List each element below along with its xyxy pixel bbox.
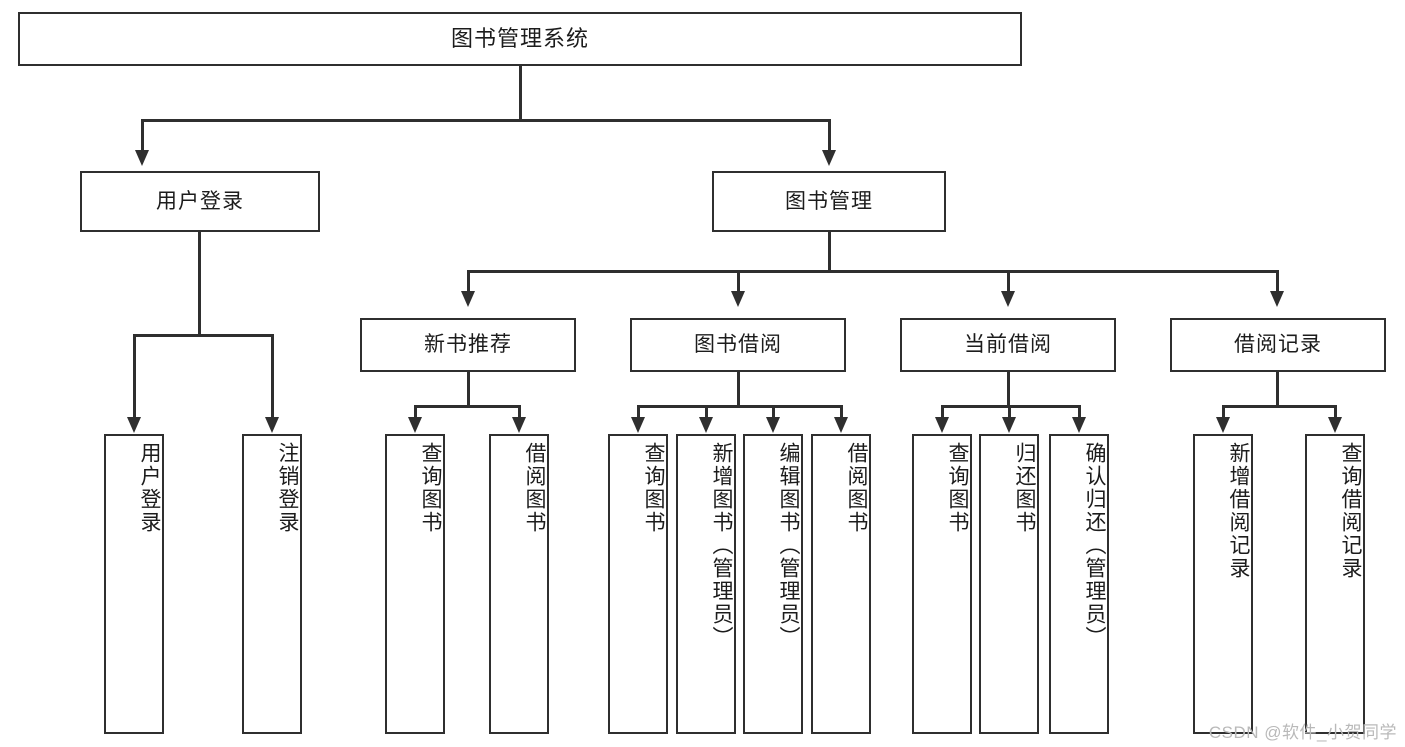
leaf-new-book-borrow-book[interactable]: 借阅图书 xyxy=(489,434,549,734)
connector-level2-drop-left xyxy=(141,119,144,151)
connector-book-borrow-drop-2 xyxy=(705,405,708,418)
connector-borrow-record-drop-2 xyxy=(1334,405,1337,418)
node-book-management[interactable]: 图书管理 xyxy=(712,171,946,232)
leaf-book-borrow-query-book[interactable]: 查询图书 xyxy=(608,434,668,734)
watermark-text: CSDN @软件_小贺同学 xyxy=(1208,723,1397,742)
arrowhead-to-borrow-record-leaf-2 xyxy=(1328,417,1342,433)
connector-borrow-record-stem xyxy=(1276,372,1279,406)
arrowhead-to-current-borrow xyxy=(1001,291,1015,307)
node-label: 图书管理系统 xyxy=(450,25,589,51)
leaf-book-borrow-borrow-book[interactable]: 借阅图书 xyxy=(811,434,871,734)
connector-book-management-stem xyxy=(828,232,831,271)
connector-book-borrow-drop-4 xyxy=(840,405,843,418)
leaf-current-borrow-return-book[interactable]: 归还图书 xyxy=(979,434,1039,734)
leaf-book-borrow-edit-book-admin[interactable]: 编辑图书（管理员） xyxy=(743,434,803,734)
connector-root-stem xyxy=(519,66,522,120)
node-label: 归还图书 xyxy=(1013,442,1036,534)
node-label: 新书推荐 xyxy=(424,333,512,357)
connector-new-book-drop-1 xyxy=(414,405,417,418)
arrowhead-to-leaf-logout xyxy=(265,417,279,433)
arrowhead-to-book-borrow-leaf-1 xyxy=(631,417,645,433)
connector-book-borrow-bus xyxy=(637,405,842,408)
connector-user-login-stem xyxy=(198,232,201,335)
leaf-borrow-record-query-record[interactable]: 查询借阅记录 xyxy=(1305,434,1365,734)
node-label: 查询图书 xyxy=(419,442,442,534)
arrowhead-to-book-borrow-leaf-2 xyxy=(699,417,713,433)
connector-user-login-bus xyxy=(133,334,273,337)
arrowhead-to-new-book-leaf-1 xyxy=(408,417,422,433)
node-label: 编辑图书（管理员） xyxy=(777,442,800,649)
connector-level3-drop-4 xyxy=(1276,270,1279,292)
node-label: 借阅图书 xyxy=(523,442,546,534)
connector-current-borrow-stem xyxy=(1007,372,1010,406)
node-current-borrow[interactable]: 当前借阅 xyxy=(900,318,1116,372)
leaf-user-login[interactable]: 用户登录 xyxy=(104,434,164,734)
node-label: 用户登录 xyxy=(156,189,244,213)
node-label: 当前借阅 xyxy=(964,333,1052,357)
leaf-borrow-record-add-record[interactable]: 新增借阅记录 xyxy=(1193,434,1253,734)
arrowhead-to-current-borrow-leaf-2 xyxy=(1002,417,1016,433)
connector-current-borrow-drop-3 xyxy=(1078,405,1081,418)
connector-book-borrow-drop-1 xyxy=(637,405,640,418)
arrowhead-to-book-borrow-leaf-4 xyxy=(834,417,848,433)
connector-level3-bus xyxy=(467,270,1278,273)
arrowhead-to-user-login xyxy=(135,150,149,166)
node-label: 注销登录 xyxy=(276,442,299,534)
node-user-login[interactable]: 用户登录 xyxy=(80,171,320,232)
node-root-book-management-system[interactable]: 图书管理系统 xyxy=(18,12,1022,66)
arrowhead-to-leaf-user-login xyxy=(127,417,141,433)
node-label: 查询图书 xyxy=(642,442,665,534)
connector-new-book-drop-2 xyxy=(518,405,521,418)
leaf-new-book-query-book[interactable]: 查询图书 xyxy=(385,434,445,734)
node-label: 查询借阅记录 xyxy=(1339,442,1362,580)
connector-current-borrow-drop-2 xyxy=(1008,405,1011,418)
leaf-current-borrow-confirm-return-admin[interactable]: 确认归还（管理员） xyxy=(1049,434,1109,734)
connector-level2-bus xyxy=(141,119,830,122)
node-label: 新增图书（管理员） xyxy=(710,442,733,649)
node-label: 查询图书 xyxy=(946,442,969,534)
connector-user-login-drop-1 xyxy=(133,334,136,418)
connector-borrow-record-drop-1 xyxy=(1222,405,1225,418)
connector-level3-drop-1 xyxy=(467,270,470,292)
node-borrow-record[interactable]: 借阅记录 xyxy=(1170,318,1386,372)
leaf-book-borrow-add-book-admin[interactable]: 新增图书（管理员） xyxy=(676,434,736,734)
node-label: 借阅记录 xyxy=(1234,333,1322,357)
node-label: 确认归还（管理员） xyxy=(1083,442,1106,649)
node-label: 用户登录 xyxy=(138,442,161,534)
connector-new-book-stem xyxy=(467,372,470,406)
arrowhead-to-book-borrow xyxy=(731,291,745,307)
node-label: 图书管理 xyxy=(785,189,873,213)
arrowhead-to-current-borrow-leaf-3 xyxy=(1072,417,1086,433)
node-label: 新增借阅记录 xyxy=(1227,442,1250,580)
node-label: 借阅图书 xyxy=(845,442,868,534)
leaf-logout[interactable]: 注销登录 xyxy=(242,434,302,734)
node-new-book-recommend[interactable]: 新书推荐 xyxy=(360,318,576,372)
arrowhead-to-borrow-record-leaf-1 xyxy=(1216,417,1230,433)
connector-level3-drop-2 xyxy=(737,270,740,292)
connector-current-borrow-bus xyxy=(941,405,1080,408)
node-label: 图书借阅 xyxy=(694,333,782,357)
arrowhead-to-current-borrow-leaf-1 xyxy=(935,417,949,433)
connector-user-login-drop-2 xyxy=(271,334,274,418)
arrowhead-to-borrow-record xyxy=(1270,291,1284,307)
connector-new-book-bus xyxy=(414,405,520,408)
arrowhead-to-new-book-recommend xyxy=(461,291,475,307)
connector-book-borrow-drop-3 xyxy=(772,405,775,418)
leaf-current-borrow-query-book[interactable]: 查询图书 xyxy=(912,434,972,734)
node-book-borrow[interactable]: 图书借阅 xyxy=(630,318,846,372)
arrowhead-to-new-book-leaf-2 xyxy=(512,417,526,433)
connector-book-borrow-stem xyxy=(737,372,740,406)
arrowhead-to-book-management xyxy=(822,150,836,166)
connector-current-borrow-drop-1 xyxy=(941,405,944,418)
connector-level3-drop-3 xyxy=(1007,270,1010,292)
connector-level2-drop-right xyxy=(828,119,831,151)
connector-borrow-record-bus xyxy=(1222,405,1336,408)
arrowhead-to-book-borrow-leaf-3 xyxy=(766,417,780,433)
